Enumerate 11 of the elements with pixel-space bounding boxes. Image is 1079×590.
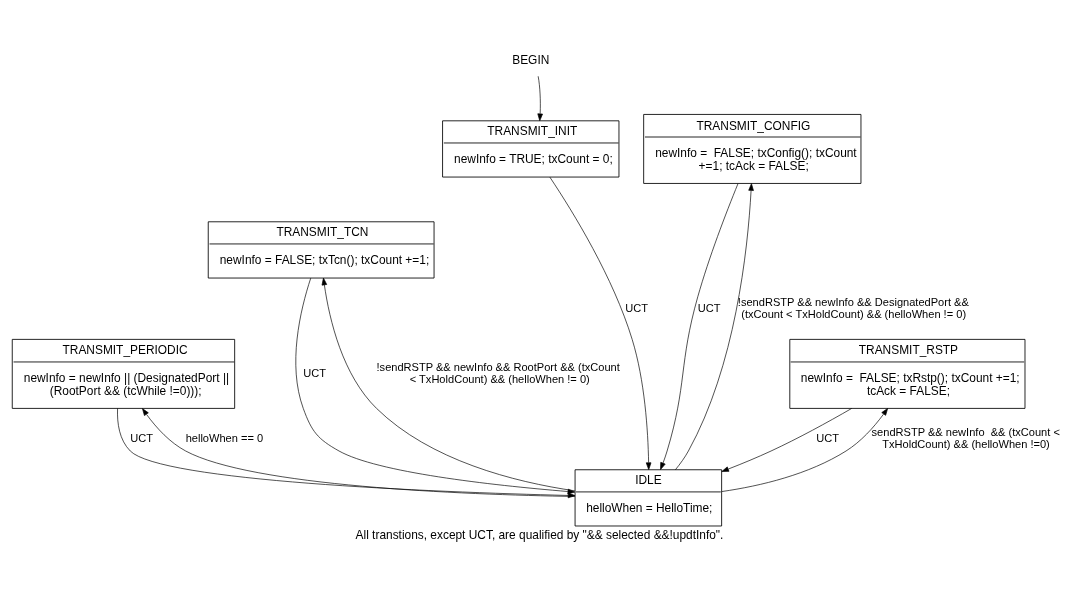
edge-label: UCT bbox=[816, 431, 839, 444]
node-text: BEGIN bbox=[512, 52, 550, 67]
edge-label: !sendRSTP && newInfo && DesignatedPort && (txCount < TxHoldCount) && (helloWhen != 0) bbox=[737, 295, 969, 320]
caption: All transtions, except UCT, are qualified by "&& selected &&!updtInfo". bbox=[355, 527, 724, 542]
edge-label: UCT bbox=[130, 431, 154, 444]
edge-label: sendRSTP && newInfo && (txCount < TxHoldCount) && (helloWhen !=0) bbox=[871, 425, 1060, 450]
edge-label: UCT bbox=[625, 301, 649, 314]
edge-label: UCT bbox=[697, 301, 721, 314]
edge-label: helloWhen == 0 bbox=[185, 431, 264, 444]
edge-label: UCT bbox=[303, 366, 327, 379]
edge-label: !sendRSTP && newInfo && RootPort && (txCount < TxHoldCount) && (helloWhen != 0) bbox=[376, 360, 620, 385]
